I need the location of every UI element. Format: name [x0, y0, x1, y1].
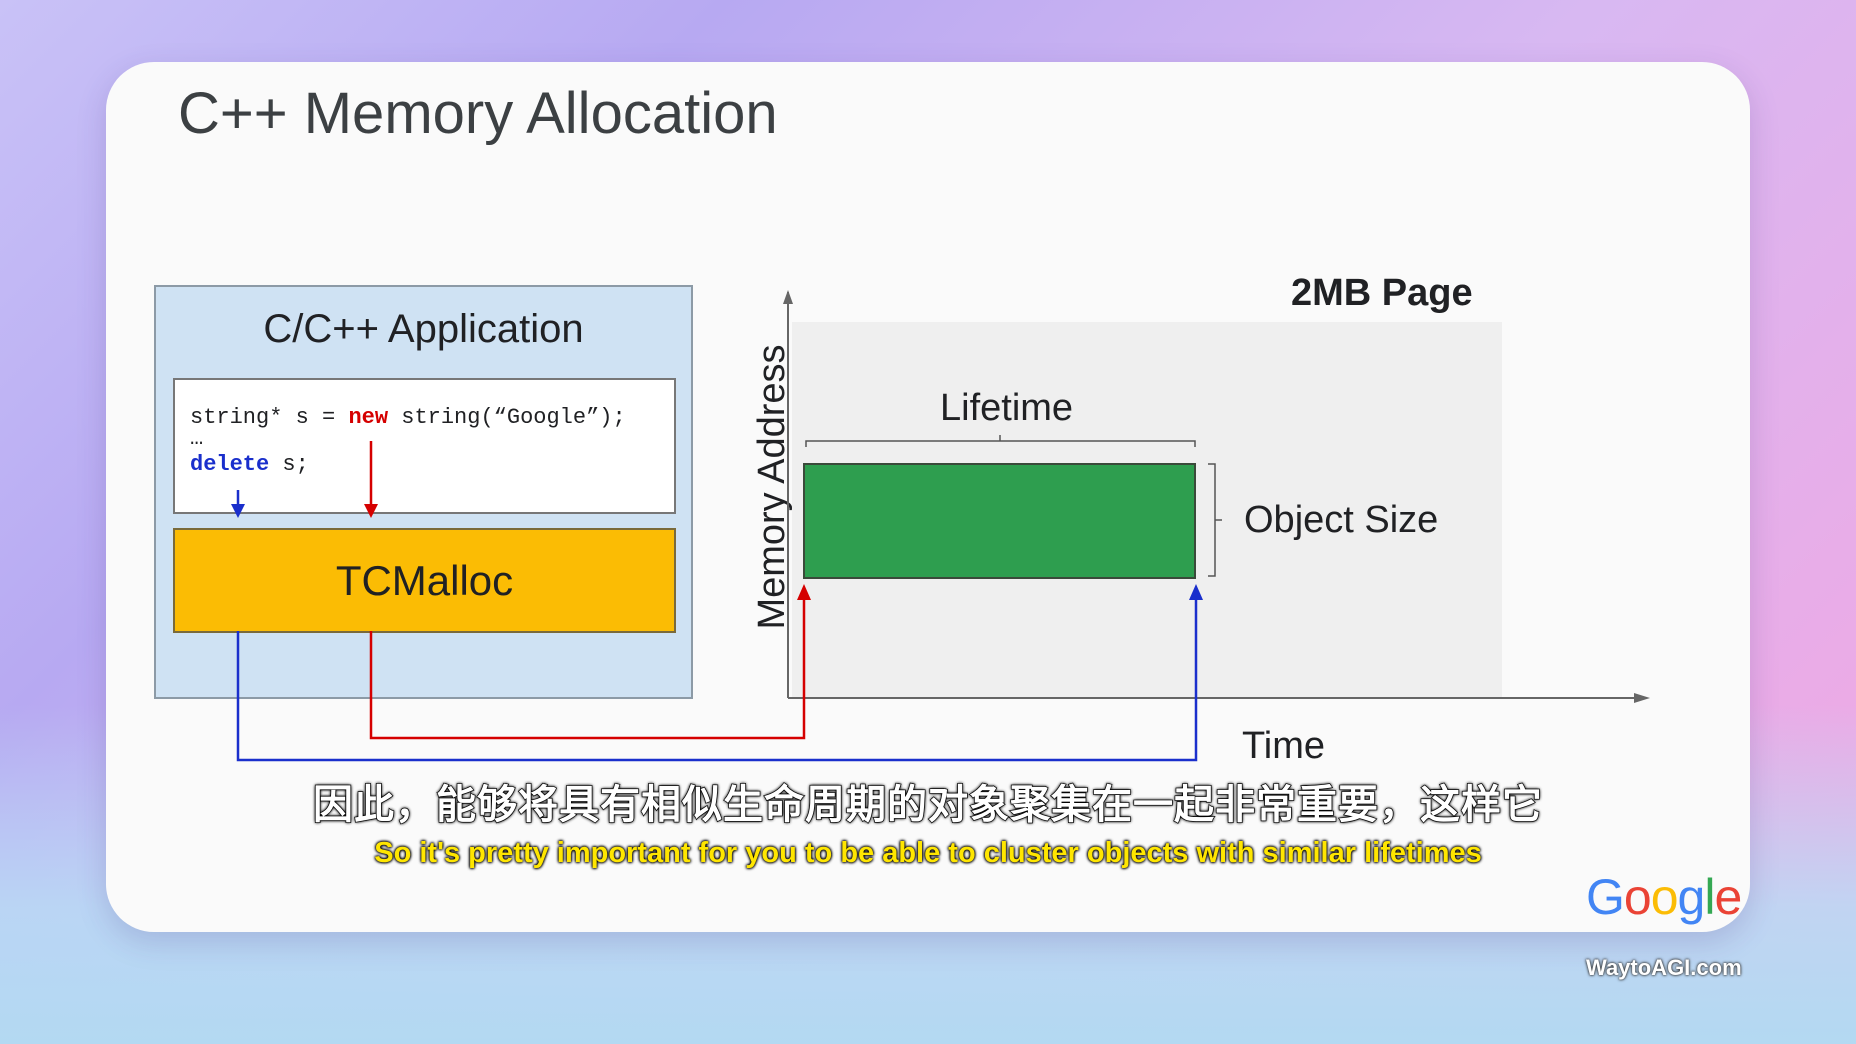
delete-arrow-head: [231, 504, 245, 518]
lifetime-label: Lifetime: [940, 387, 1074, 429]
code-line-delete: delete s;: [190, 452, 309, 477]
application-box: C/C++ Application string* s = new string…: [154, 285, 693, 699]
slide-title: C++ Memory Allocation: [178, 81, 778, 146]
code-line-ellipsis: …: [190, 426, 204, 451]
logo-letter: e: [1714, 869, 1742, 925]
free-arrow-head: [1189, 584, 1203, 600]
logo-letter: l: [1704, 869, 1715, 925]
tcmalloc-box: TCMalloc: [173, 528, 676, 633]
x-axis-arrowhead: [1634, 693, 1650, 703]
diagram-lines: [231, 290, 1650, 762]
code-line-new: string* s = new string(“Google”);: [190, 405, 626, 430]
object-block: [803, 463, 1196, 579]
logo-letter: g: [1677, 869, 1706, 925]
alloc-arrow-line: [369, 592, 806, 740]
object-size-label: Object Size: [1244, 499, 1439, 541]
code-snippet: string* s = new string(“Google”); … dele…: [173, 378, 676, 514]
slide: C++ Memory Allocation C/C++ Application …: [106, 62, 1750, 932]
logo-letter: G: [1586, 869, 1625, 925]
x-axis-label: Time: [1242, 725, 1326, 767]
google-logo: Google: [1586, 868, 1742, 926]
subtitle-english: So it's pretty important for you to be a…: [374, 837, 1482, 869]
alloc-arrow-head: [797, 584, 811, 600]
page-size-label: 2MB Page: [1291, 272, 1473, 314]
code-text: string(“Google”);: [388, 405, 626, 430]
watermark: WaytoAGI.com: [1586, 955, 1742, 980]
object-size-bracket: [1208, 463, 1216, 577]
free-arrow-line: [236, 592, 1198, 762]
keyword-new: new: [348, 405, 389, 430]
lifetime-bracket: [805, 440, 1196, 447]
y-axis-arrowhead: [783, 290, 793, 304]
subtitle-chinese: 因此，能够将具有相似生命周期的对象聚集在一起非常重要，这样它: [312, 782, 1543, 828]
code-text: s;: [269, 452, 309, 477]
new-arrow-head: [364, 504, 378, 518]
keyword-delete: delete: [190, 452, 270, 477]
code-text: string* s =: [190, 405, 349, 430]
logo-letter: o: [1623, 869, 1652, 925]
application-title: C/C++ Application: [263, 307, 584, 351]
logo-letter: o: [1650, 869, 1679, 925]
